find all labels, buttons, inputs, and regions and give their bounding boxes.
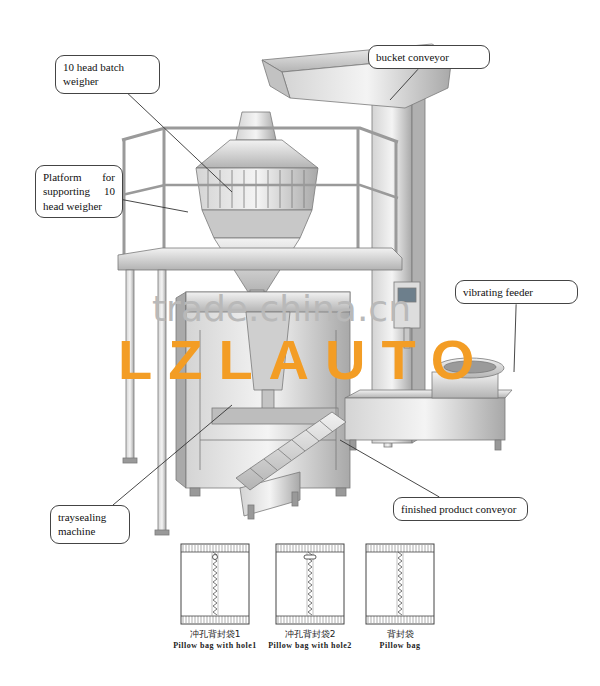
platform-deck (118, 248, 402, 270)
bag-caption: Pillow bag with hole1 (168, 641, 262, 651)
crimp-seal (278, 545, 341, 623)
back-seam (308, 552, 312, 615)
leader-line (128, 94, 232, 192)
back-seam (398, 552, 402, 615)
bag-caption: 背封袋 (353, 629, 447, 641)
callout-text: vibrating feeder (463, 285, 570, 299)
seal-edge (181, 552, 249, 616)
callout-bubble: 10 head batch weigher (55, 55, 160, 94)
callout-text: finished product conveyor (401, 502, 520, 516)
packing-line (118, 44, 512, 535)
conveyor-leg (292, 492, 298, 506)
bag-outline (275, 543, 345, 625)
leader-line (514, 304, 516, 372)
weigher-heads (196, 168, 318, 210)
watermark: trade.china.cn (152, 288, 411, 329)
bag-caption: Pillow bag (353, 641, 447, 651)
leader-line (340, 440, 439, 497)
bag-caption: 冲孔背封袋2 (263, 629, 357, 641)
callout-text: traysealing machine (58, 510, 122, 539)
callout-bubble: finished product conveyor (393, 497, 528, 521)
crimp-seal (368, 545, 431, 623)
base-leg (495, 440, 501, 450)
callout-bubble: traysealing machine (50, 505, 130, 544)
railing-posts (124, 128, 396, 262)
leg-foot (155, 530, 169, 535)
weigher-inlet (236, 112, 276, 140)
weigher-top-cone (196, 140, 318, 168)
weigher-head-lines (208, 170, 304, 208)
bag-body (276, 544, 344, 624)
bag-sample: 冲孔背封袋1Pillow bag with hole1 (168, 543, 262, 651)
seal-edge (276, 552, 344, 616)
bag-caption: 冲孔背封袋1 (168, 629, 262, 641)
bag-caption: Pillow bag with hole2 (263, 641, 357, 651)
forming-tube (262, 390, 274, 410)
bag-body (366, 544, 434, 624)
machine-foot (190, 488, 200, 496)
callout-text: Platform for supporting 10 head weigher (43, 170, 115, 213)
back-seam (213, 552, 217, 615)
hopper-side (262, 60, 290, 98)
leg-foot (123, 458, 137, 463)
weigher-buckets (202, 210, 312, 238)
machine-foot (336, 488, 346, 496)
seam-edge (212, 552, 218, 616)
leader-line (113, 405, 232, 505)
bag-body (181, 544, 249, 624)
bag-outline (180, 543, 250, 625)
leader-line (123, 200, 188, 212)
crimp-seal (183, 545, 246, 623)
conveyor-leg (248, 505, 254, 519)
leader-line (390, 69, 418, 100)
watermark: LZLAUTO (118, 328, 490, 392)
belt-cleats (250, 421, 333, 479)
bag-outline (365, 543, 435, 625)
callout-bubble: vibrating feeder (455, 280, 578, 304)
conveyor-belt (236, 412, 346, 490)
callout-bubble: Platform for supporting 10 head weigher (35, 165, 123, 218)
punch-hole (213, 555, 218, 560)
callout-bubble: bucket conveyor (368, 45, 490, 69)
callout-text: 10 head batch weigher (63, 60, 152, 89)
callout-text: bucket conveyor (376, 50, 482, 64)
seal-edge (366, 552, 434, 616)
base-frame (345, 398, 505, 440)
punch-hole (304, 555, 316, 559)
bag-sample: 冲孔背封袋2Pillow bag with hole2 (263, 543, 357, 651)
bag-sample: 背封袋Pillow bag (353, 543, 447, 651)
seam-edge (397, 552, 403, 616)
seam-edge (307, 552, 313, 616)
